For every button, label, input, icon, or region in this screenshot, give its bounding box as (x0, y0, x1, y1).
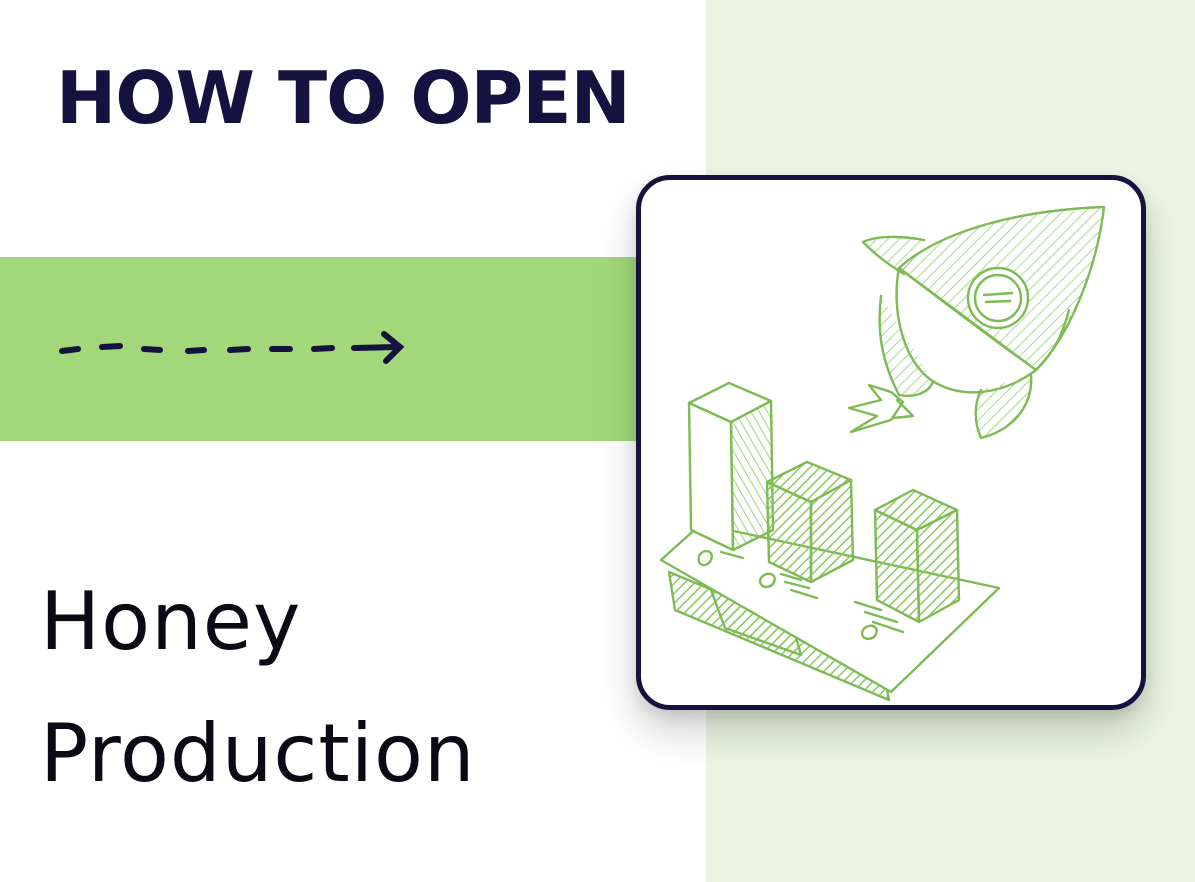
kicker-heading: HOW TO OPEN (56, 56, 631, 140)
growth-illustration (659, 205, 1106, 702)
dashed-arrow-icon (59, 331, 405, 364)
page-title: Honey Production (40, 556, 476, 820)
rocket-icon (847, 205, 1106, 440)
title-line-1: Honey (40, 575, 302, 668)
title-line-2: Production (40, 707, 476, 800)
illustration-card (636, 175, 1146, 710)
banknote-icon (659, 522, 1001, 702)
bar-chart-icon (687, 381, 961, 624)
